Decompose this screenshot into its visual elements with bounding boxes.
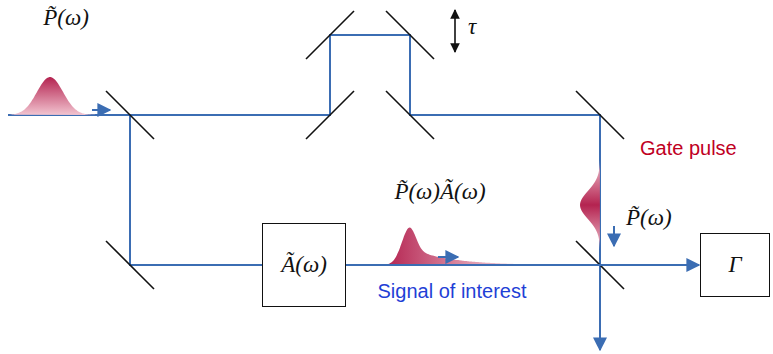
mirror xyxy=(106,91,154,139)
mirror xyxy=(306,11,354,59)
mirror xyxy=(106,241,154,289)
detector-box: Γ xyxy=(700,233,770,297)
pulse-label: P̃(ω)Ã(ω) xyxy=(394,179,485,204)
signal-pulse xyxy=(385,227,517,264)
input-pulse xyxy=(10,77,100,115)
filter-box: Ã(ω) xyxy=(262,223,346,307)
mirror xyxy=(576,91,624,139)
motion-arrows xyxy=(92,110,614,257)
motion-arrow xyxy=(438,256,458,258)
gate-caption: Gate pulse xyxy=(640,137,737,159)
gate-pulse xyxy=(580,160,600,250)
beam-paths xyxy=(8,35,600,350)
delay-label: τ xyxy=(468,14,476,39)
box-label: Ã(ω) xyxy=(281,252,327,278)
motion-arrow xyxy=(92,109,110,111)
beam-connector xyxy=(346,264,699,266)
mirrors xyxy=(106,11,624,289)
lower-beam xyxy=(130,115,262,265)
mirror xyxy=(386,11,434,59)
delay-arrow xyxy=(454,10,456,52)
mirror xyxy=(386,91,434,139)
mirror xyxy=(306,91,354,139)
pulse-label: P̃(ω) xyxy=(626,205,672,230)
pulse-label: P̃(ω) xyxy=(43,5,89,30)
box-label: Γ xyxy=(728,252,741,278)
output-beam xyxy=(599,265,601,350)
motion-arrow xyxy=(613,226,615,246)
signal-caption: Signal of interest xyxy=(378,280,527,302)
